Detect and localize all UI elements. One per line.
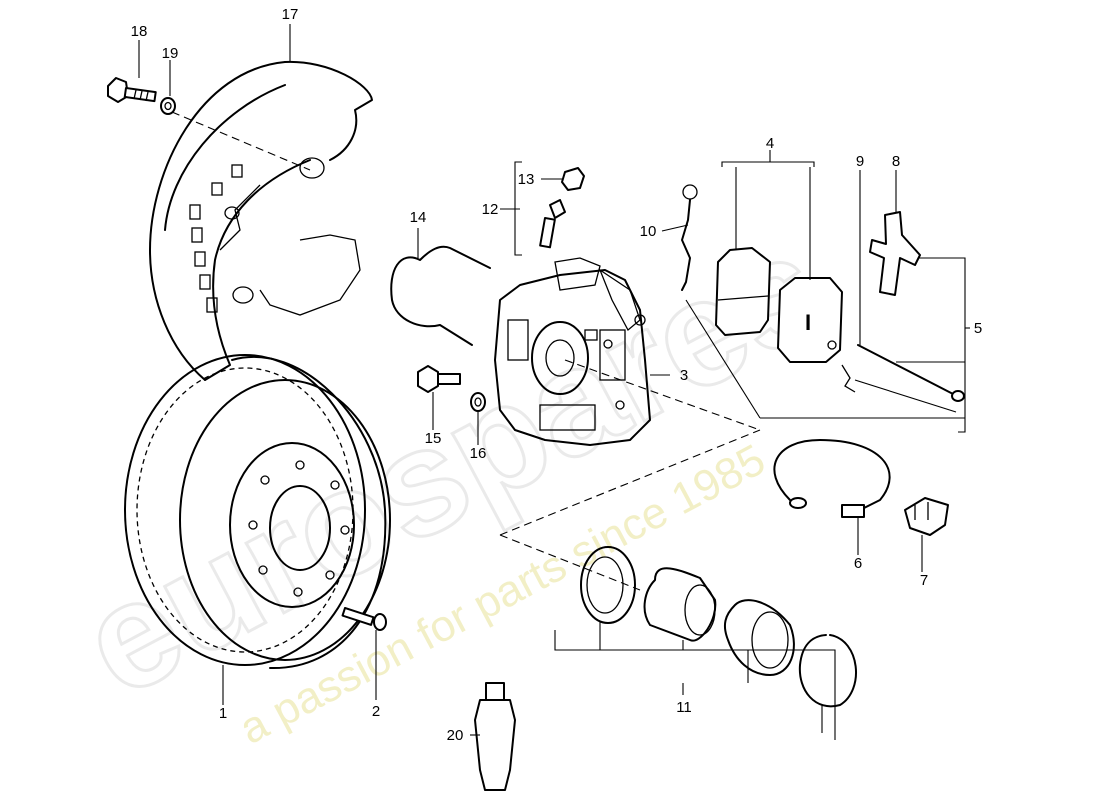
- callout-13: 13: [518, 171, 535, 188]
- callout-5: 5: [974, 320, 982, 337]
- bleed-screw-part-12[interactable]: [539, 199, 566, 249]
- callout-17: 17: [282, 6, 299, 23]
- brake-disc-part-1[interactable]: [124, 354, 391, 670]
- pad-backing-symbol: I: [805, 310, 811, 335]
- piston-seal-part-11-ring[interactable]: [580, 546, 636, 624]
- retaining-pin-part-9[interactable]: [841, 344, 965, 402]
- grease-tube-part-20[interactable]: [474, 682, 516, 791]
- sensor-clip-part-7[interactable]: [904, 497, 949, 536]
- callout-11: 11: [676, 699, 692, 716]
- dust-shield-part-17[interactable]: [149, 60, 373, 381]
- callout-14: 14: [410, 209, 427, 226]
- bleed-cap-part-13[interactable]: [561, 167, 585, 191]
- washer-part-19[interactable]: [160, 97, 176, 115]
- callout-6: 6: [854, 555, 862, 572]
- callout-12: 12: [482, 201, 499, 218]
- leader-lines: [138, 24, 970, 740]
- brake-pad-part-4-right[interactable]: I: [777, 277, 843, 363]
- retaining-ring-part-11[interactable]: [798, 634, 857, 708]
- callout-8: 8: [892, 153, 900, 170]
- screw-part-2[interactable]: [341, 607, 387, 631]
- callout-16: 16: [470, 445, 487, 462]
- callout-labels: 1 2 3 4 5 6 7 8 9 10 11 12 13 14 15 16 1…: [131, 6, 983, 744]
- piston-part-11[interactable]: [643, 567, 717, 642]
- dash-leader-shield-bolt: [171, 111, 311, 171]
- cross-spring-part-8[interactable]: [869, 211, 921, 296]
- callout-3: 3: [680, 367, 688, 384]
- spring-clip-part-14[interactable]: [390, 245, 491, 346]
- brake-pad-part-4-left[interactable]: [715, 247, 771, 336]
- callout-7: 7: [920, 572, 928, 589]
- callout-20: 20: [447, 727, 464, 744]
- wear-sensor-part-6[interactable]: [773, 439, 891, 518]
- anti-rattle-spring-part-10[interactable]: [681, 184, 698, 291]
- callout-9: 9: [856, 153, 864, 170]
- brake-caliper-part-3[interactable]: [494, 257, 651, 446]
- dust-boot-part-11[interactable]: [723, 599, 795, 676]
- washer-part-16[interactable]: [470, 392, 486, 412]
- callout-19: 19: [162, 45, 179, 62]
- callout-15: 15: [425, 430, 442, 447]
- bolt-part-18[interactable]: [107, 77, 157, 103]
- callout-2: 2: [372, 703, 380, 720]
- callout-4: 4: [766, 135, 774, 152]
- callout-18: 18: [131, 23, 148, 40]
- bolt-part-15[interactable]: [417, 365, 461, 393]
- callout-1: 1: [219, 705, 227, 722]
- callout-10: 10: [640, 223, 657, 240]
